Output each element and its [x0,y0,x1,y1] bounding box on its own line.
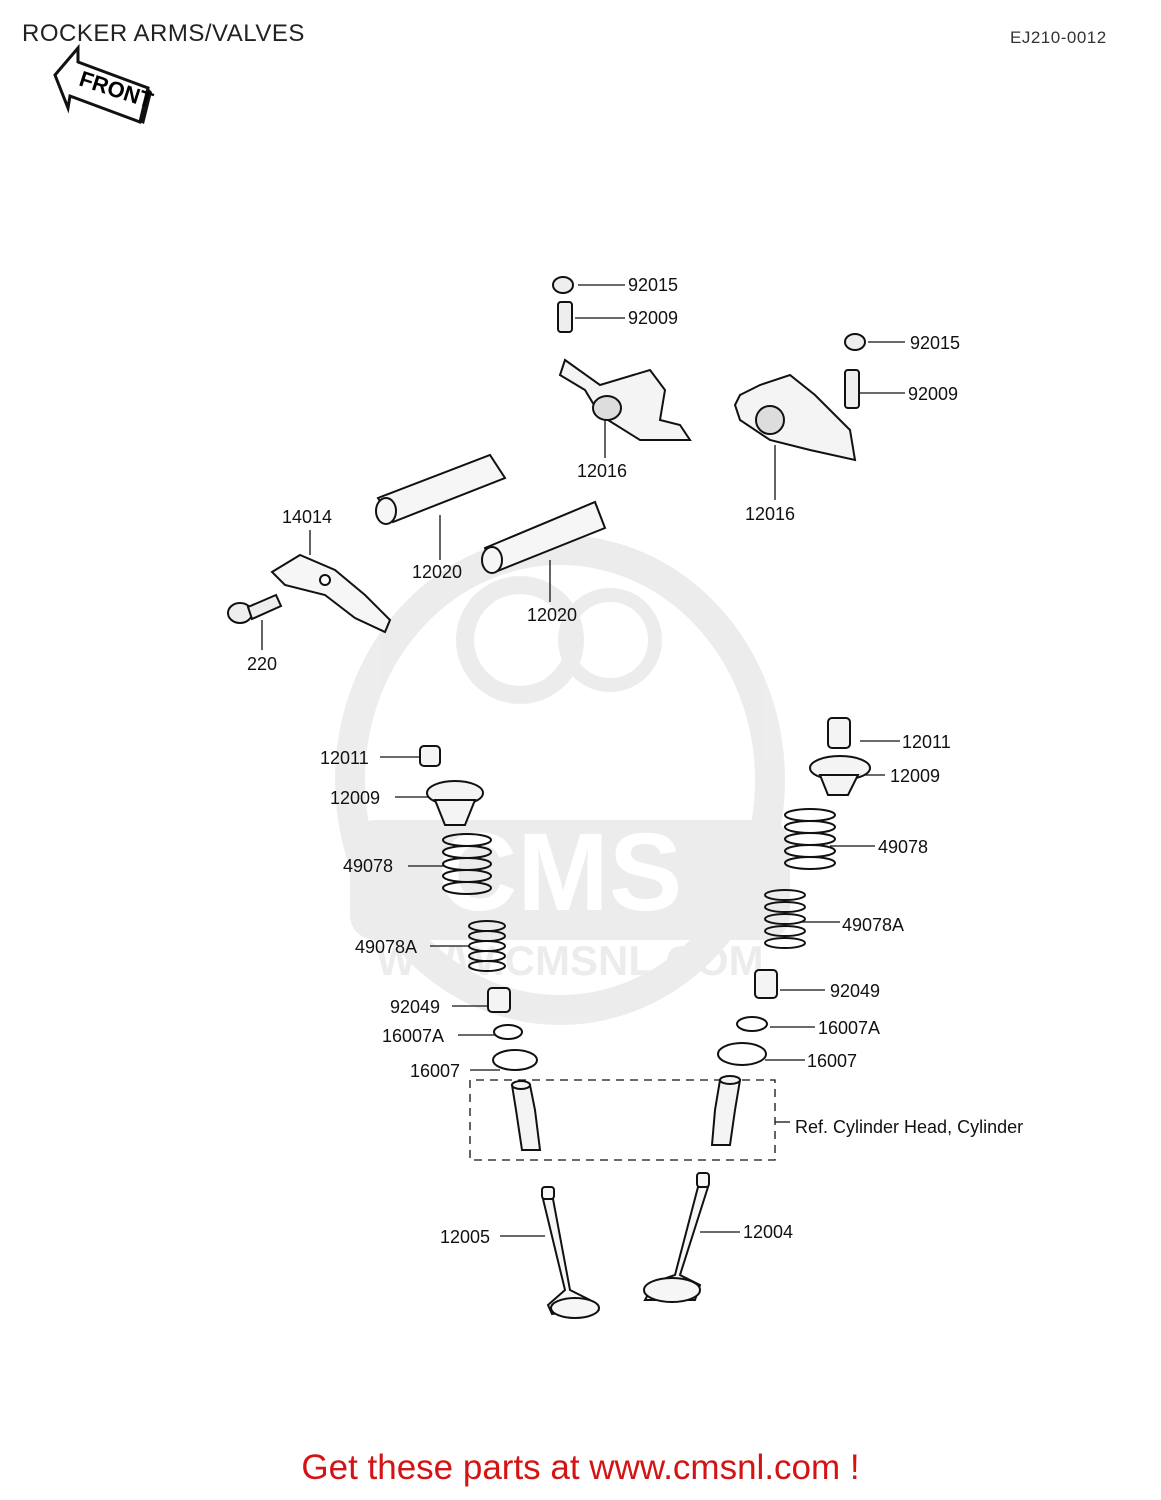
reference-note: Ref. Cylinder Head, Cylinder [795,1117,1024,1137]
part-label-12005: 12005 [440,1227,491,1247]
valve-train-right [710,717,871,1146]
front-arrow-icon: FRONT [53,43,157,124]
part-label-12011: 12011 [902,732,951,752]
part-label-16007A: 16007A [382,1026,445,1046]
part-label-12009: 12009 [330,788,381,808]
part-label-12020: 12020 [412,562,463,582]
part-label-49078A: 49078A [355,937,418,957]
part-label-12009: 12009 [890,766,941,786]
rocker-arm-left-icon [558,358,692,441]
part-label-12004: 12004 [743,1222,794,1242]
part-label-16007: 16007 [807,1051,858,1071]
rocker-shaft-icon [375,453,607,574]
leader-lines [261,284,905,1237]
bolt-icon [227,593,283,624]
rocker-arm-right-icon [733,373,857,462]
adjust-screw-icon [557,301,860,409]
part-label-12016: 12016 [577,461,628,481]
get-parts-link[interactable]: Get these parts at www.cmsnl.com ! [301,1448,860,1487]
retainer-plate-icon [270,553,392,634]
part-label-12020: 12020 [527,605,578,625]
part-label-16007A: 16007A [818,1018,881,1038]
part-label-92015: 92015 [910,333,961,353]
svg-text:CMS: CMS [438,811,682,934]
part-label-92009: 92009 [908,384,959,404]
part-label-12011: 12011 [320,748,369,768]
part-label-92015: 92015 [628,275,679,295]
part-label-16007: 16007 [410,1061,461,1081]
valve-icon [541,1172,710,1319]
reference-box [469,1079,790,1161]
nut-icon [552,276,866,351]
part-label-49078A: 49078A [842,915,905,935]
part-label-92049: 92049 [390,997,441,1017]
part-label-92009: 92009 [628,308,679,328]
diagram-code: EJ210-0012 [1010,28,1107,47]
part-label-92049: 92049 [830,981,881,1001]
cms-watermark: CMS WWW.CMSNL.COM [335,535,790,1025]
part-label-49078: 49078 [343,856,394,876]
part-label-49078: 49078 [878,837,929,857]
part-label-220: 220 [247,654,278,674]
part-label-14014: 14014 [282,507,333,527]
svg-text:WWW.CMSNL.COM: WWW.CMSNL.COM [376,937,763,984]
valve-train-left [419,745,542,1151]
part-label-12016: 12016 [745,504,796,524]
diagram-title: ROCKER ARMS/VALVES [22,20,305,47]
